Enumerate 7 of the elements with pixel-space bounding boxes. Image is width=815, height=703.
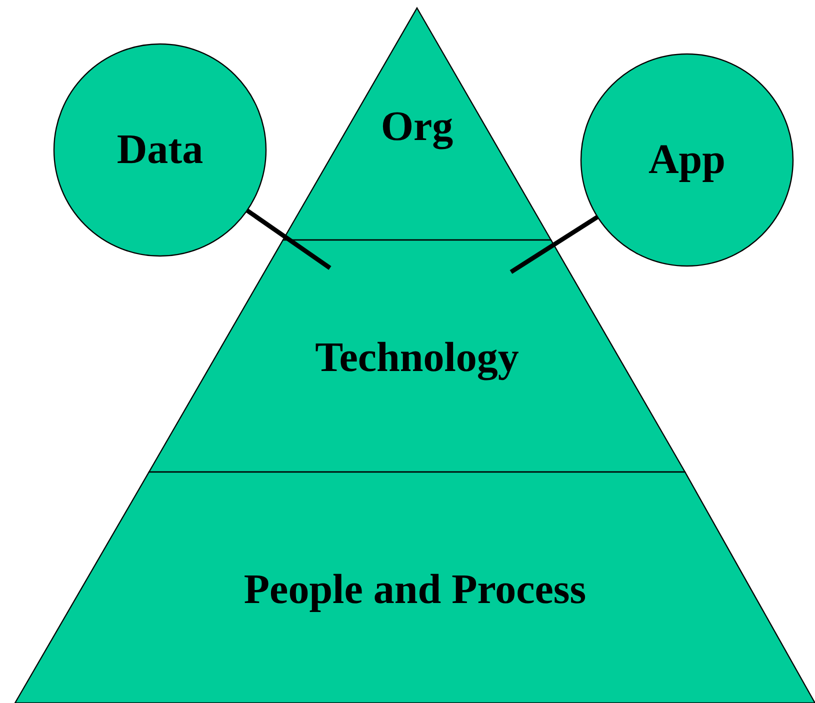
node-label: App [647, 136, 727, 184]
node-label: Data [116, 126, 204, 174]
node-label: Org [380, 103, 454, 151]
connector-line [510, 215, 599, 274]
node-label: People and Process [242, 566, 588, 614]
connector-line [246, 208, 332, 270]
node-label: Technology [314, 334, 520, 382]
